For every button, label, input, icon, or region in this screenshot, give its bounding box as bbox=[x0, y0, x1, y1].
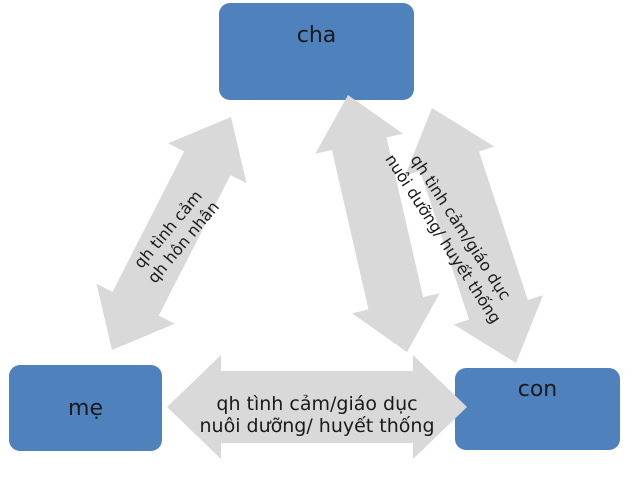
node-me-label: mẹ bbox=[68, 395, 103, 421]
me-cha-arrow bbox=[96, 117, 247, 350]
node-me: mẹ bbox=[9, 365, 162, 451]
cha-con-steep-arrow bbox=[315, 95, 440, 352]
cha-con-labeled-arrow bbox=[404, 108, 544, 363]
me-con-label-line2: nuôi dưỡng/ huyết thống bbox=[199, 415, 435, 437]
node-con-label: con bbox=[517, 377, 558, 402]
node-cha-label: cha bbox=[296, 23, 337, 48]
me-con-label-line1: qh tình cảm/giáo dục bbox=[216, 393, 418, 415]
node-con: con bbox=[455, 368, 620, 450]
me-con-arrow bbox=[167, 355, 467, 459]
me-con-arrow-label: qh tình cảm/giáo dục nuôi dưỡng/ huyết t… bbox=[199, 393, 434, 437]
node-cha: cha bbox=[219, 3, 414, 100]
